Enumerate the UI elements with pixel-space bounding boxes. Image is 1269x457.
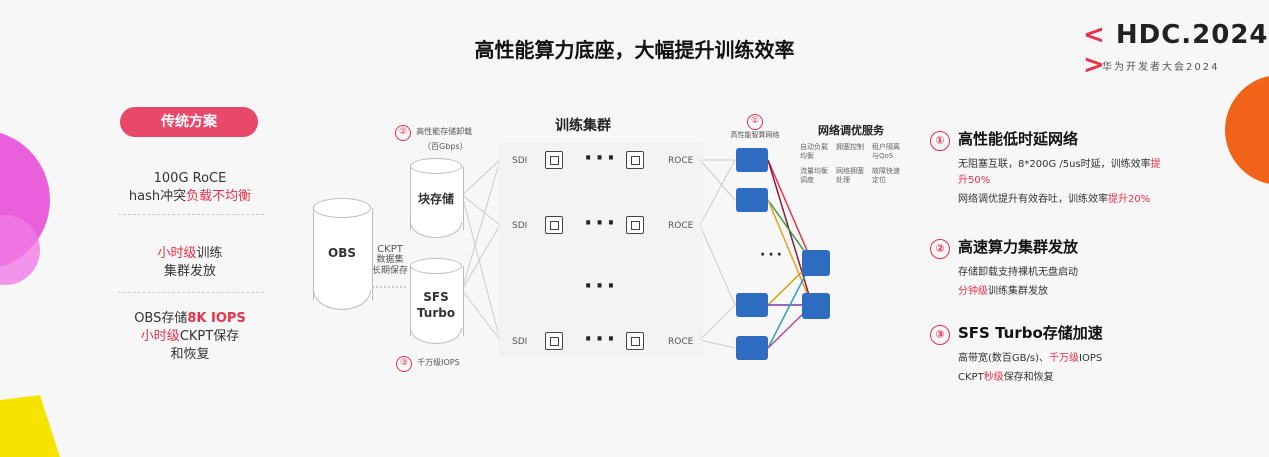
sdi-label: SDI [512, 337, 528, 347]
network-service-grid: 自动负载均衡 拥塞控制 租户隔离与QoS 流量均衡调度 网络拥塞处理 故障快速定… [800, 143, 900, 184]
chip-icon [545, 216, 563, 234]
label-1: ① 高性能智算网络 [730, 114, 780, 139]
ellipsis: ··· [584, 274, 619, 299]
divider [118, 292, 264, 293]
traditional-pill: 传统方案 [120, 107, 258, 137]
roce-label: ROCE [668, 156, 694, 166]
label-3: ③ 千万级IOPS [396, 350, 460, 372]
spine-switch-icon [802, 293, 830, 319]
ellipsis: ··· [584, 146, 619, 171]
page-title: 高性能算力底座，大幅提升训练效率 [474, 38, 795, 62]
chip-icon [626, 332, 644, 350]
divider [118, 214, 264, 215]
cloud-switch-icon [736, 148, 768, 172]
cluster-area [498, 142, 703, 358]
label-2: ② 高性能存储卸载 （百Gbps） [395, 119, 472, 152]
ellipsis: ··· [584, 211, 619, 236]
ellipsis: ··· [584, 327, 619, 352]
spine-switch-icon [802, 250, 830, 276]
sdi-label: SDI [512, 221, 528, 231]
ckpt-label: CKPT 数据集 长期保存 [372, 244, 409, 276]
traditional-item-2: 小时级训练 集群发放 [157, 246, 223, 279]
roce-label: ROCE [668, 337, 694, 347]
chip-icon [626, 216, 644, 234]
chip-icon [545, 332, 563, 350]
cloud-switch-icon [736, 293, 768, 317]
decor-yellow-shape [0, 395, 60, 457]
chip-icon [545, 151, 563, 169]
decor-pink-blob-2 [0, 215, 40, 285]
decor-orange-circle [1225, 76, 1269, 184]
network-service-title: 网络调优服务 [818, 124, 884, 137]
block-storage: 块存储 [410, 158, 464, 238]
sfs-turbo-storage: SFS Turbo [410, 258, 464, 344]
cloud-switch-icon [736, 336, 768, 360]
cloud-switch-icon [736, 188, 768, 212]
obs-storage: OBS [313, 198, 373, 310]
logo-subtitle: 华为开发者大会2024 [1102, 62, 1220, 73]
ellipsis: ··· [760, 247, 785, 263]
traditional-item-3: OBS存储8K IOPS 小时级CKPT保存 和恢复 [134, 311, 246, 362]
hdc-logo: < HDC.2024 > [1083, 20, 1269, 80]
chip-icon [626, 151, 644, 169]
traditional-item-1: 100G RoCE hash冲突负载不均衡 [128, 171, 252, 204]
sdi-label: SDI [512, 156, 528, 166]
roce-label: ROCE [668, 221, 694, 231]
cluster-title: 训练集群 [555, 118, 611, 134]
